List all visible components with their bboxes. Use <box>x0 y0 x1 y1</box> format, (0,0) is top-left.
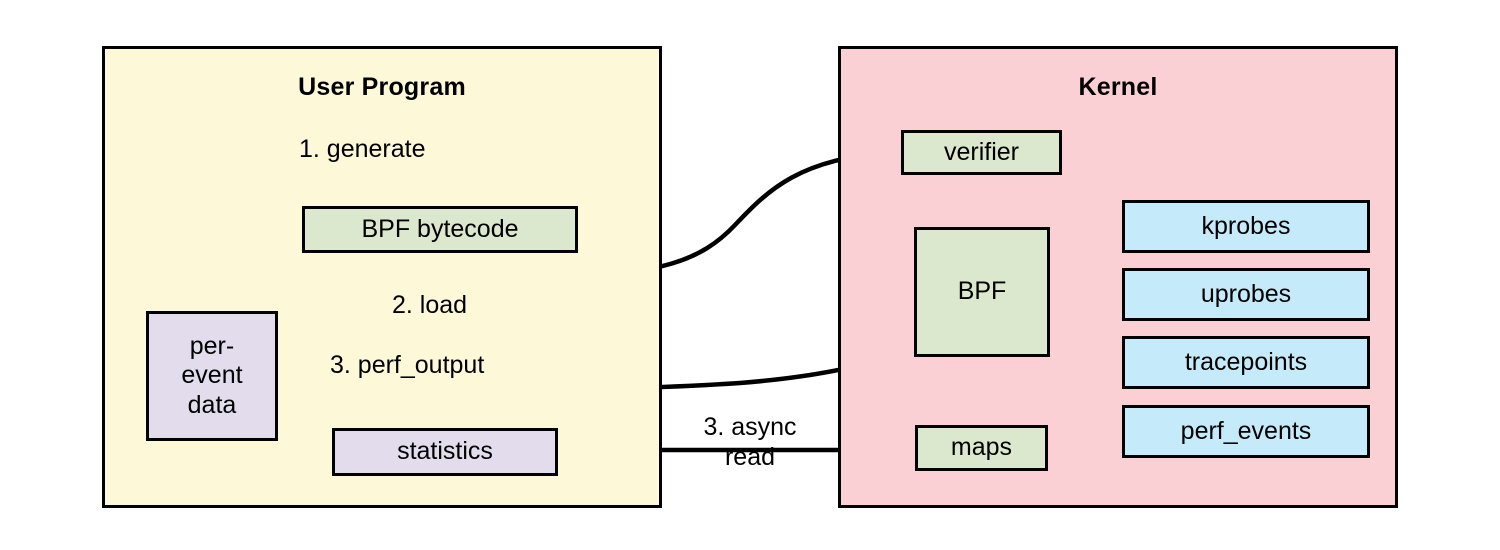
panel-user-program-title: User Program <box>298 73 466 101</box>
node-bpf-bytecode[interactable]: BPF bytecode <box>302 206 578 253</box>
node-maps-label: maps <box>950 433 1013 462</box>
node-verifier-label: verifier <box>943 137 1019 166</box>
node-kprobes[interactable]: kprobes <box>1122 200 1370 253</box>
node-per-event-data[interactable]: per- event data <box>146 311 278 441</box>
node-perf-events[interactable]: perf_events <box>1122 405 1370 458</box>
node-verifier[interactable]: verifier <box>901 130 1062 175</box>
node-statistics-label: statistics <box>397 437 493 466</box>
node-bpf-bytecode-label: BPF bytecode <box>361 214 519 243</box>
node-tracepoints-label: tracepoints <box>1184 347 1308 376</box>
edge-label-async-read: 3. async read <box>703 413 797 471</box>
node-uprobes[interactable]: uprobes <box>1122 268 1370 321</box>
node-per-event-data-label: per- event data <box>181 332 243 419</box>
edge-label-perf-output: 3. perf_output <box>330 351 485 379</box>
node-tracepoints[interactable]: tracepoints <box>1122 336 1370 389</box>
edge-label-load: 2. load <box>392 291 468 319</box>
node-uprobes-label: uprobes <box>1200 279 1292 308</box>
node-perf-events-label: perf_events <box>1180 416 1312 445</box>
node-statistics[interactable]: statistics <box>332 428 558 476</box>
node-bpf[interactable]: BPF <box>914 227 1050 357</box>
node-maps[interactable]: maps <box>915 425 1048 471</box>
node-kprobes-label: kprobes <box>1201 211 1291 240</box>
node-bpf-label: BPF <box>957 277 1007 306</box>
panel-kernel-title: Kernel <box>1078 73 1158 101</box>
edge-label-generate: 1. generate <box>299 135 426 163</box>
